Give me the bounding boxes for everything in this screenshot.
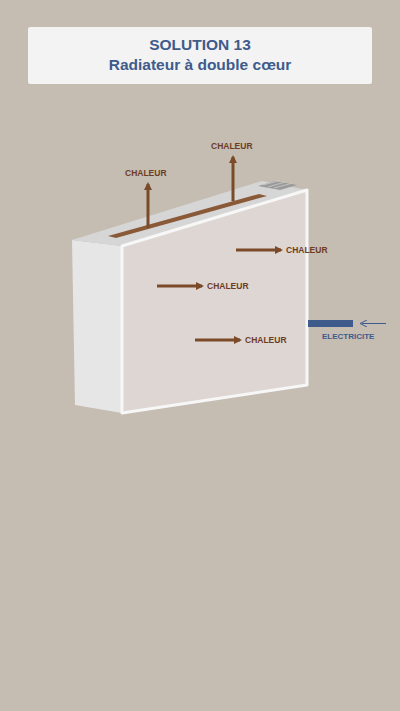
heat-label: CHALEUR bbox=[125, 168, 167, 178]
heat-arrow bbox=[232, 157, 235, 201]
heat-label: CHALEUR bbox=[211, 141, 253, 151]
heat-arrow bbox=[236, 249, 281, 252]
electricity-label: ELECTRICITE bbox=[322, 332, 374, 341]
heat-label: CHALEUR bbox=[207, 281, 249, 291]
heat-label: CHALEUR bbox=[245, 335, 287, 345]
power-arrow bbox=[362, 323, 386, 324]
radiator-side bbox=[72, 240, 122, 413]
control-panel bbox=[258, 181, 297, 190]
heat-arrow bbox=[147, 184, 150, 228]
subtitle: Radiateur à double cœur bbox=[28, 55, 372, 75]
heat-arrow bbox=[195, 339, 240, 342]
title-box: SOLUTION 13Radiateur à double cœur bbox=[28, 27, 372, 84]
radiator-front bbox=[122, 190, 307, 413]
heat-label: CHALEUR bbox=[286, 245, 328, 255]
power-cable bbox=[308, 320, 353, 327]
title: SOLUTION 13 bbox=[28, 35, 372, 55]
heat-arrow bbox=[157, 285, 202, 288]
